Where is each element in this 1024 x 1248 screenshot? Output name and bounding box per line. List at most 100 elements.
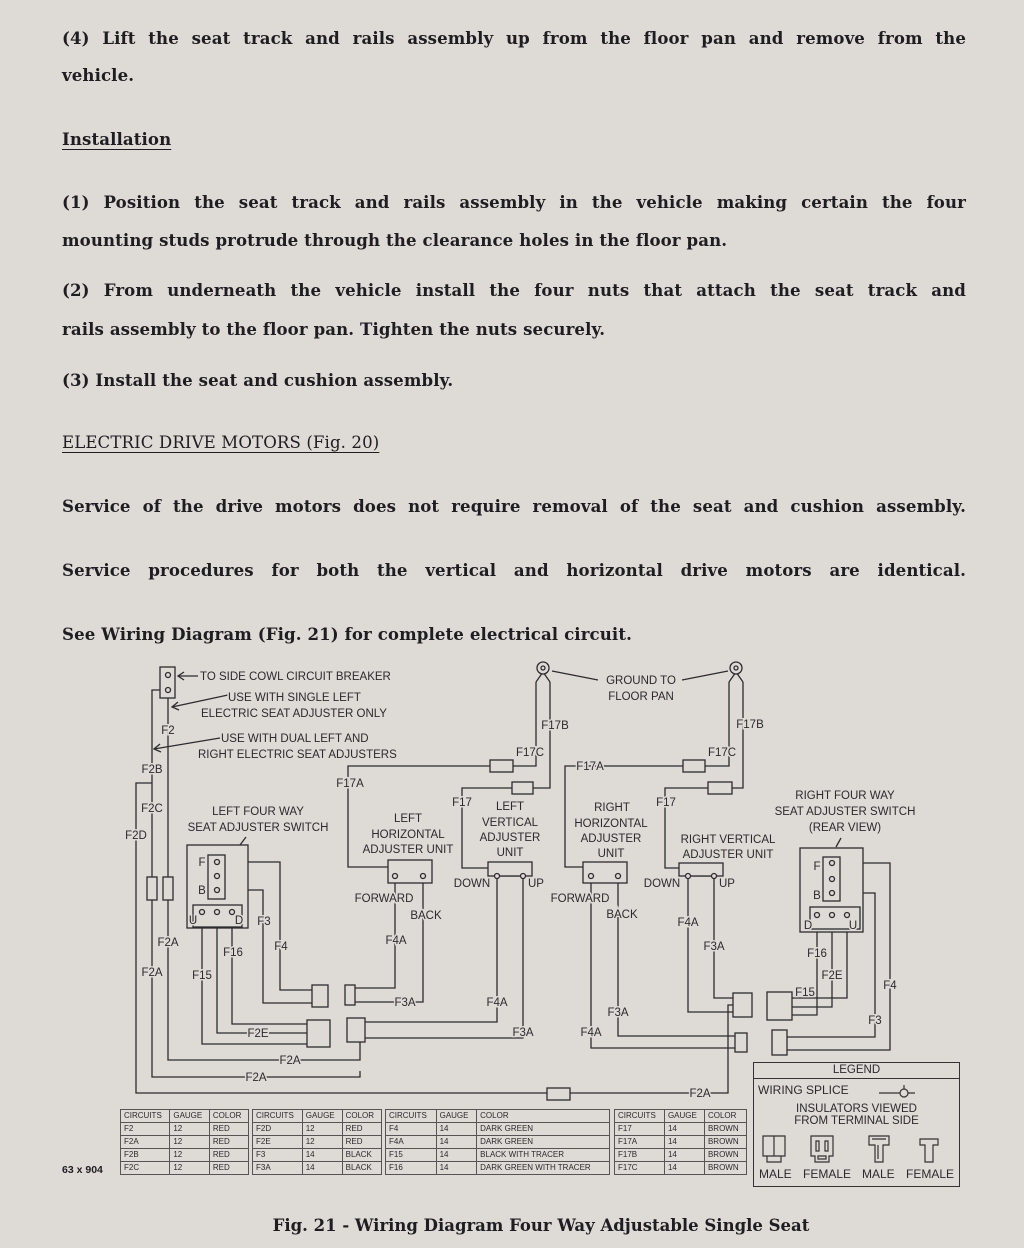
diagram-label: D — [804, 920, 812, 932]
connector — [734, 1032, 748, 1053]
wire — [533, 682, 551, 789]
paragraph-4-line-1: (4) Lift the seat track and rails assemb… — [62, 28, 966, 48]
table-cell: 14 — [663, 1122, 705, 1136]
terminal-icon — [813, 911, 821, 919]
table-cell: F2A — [119, 1135, 171, 1149]
table-cell: F4A — [385, 1135, 437, 1149]
connector — [809, 906, 861, 930]
diagram-label: F4A — [486, 997, 507, 1009]
terminal-icon — [614, 872, 622, 880]
diagram-label: F4A — [580, 1027, 601, 1039]
diagram-label: F15 — [795, 987, 815, 999]
terminal-icon — [164, 686, 172, 694]
legend-title: LEGEND — [754, 1063, 959, 1079]
legend-female-label-2: FEMALE — [906, 1167, 955, 1181]
table-cell: GAUGE — [301, 1109, 343, 1123]
diagram-label: ADJUSTER UNIT — [683, 849, 774, 861]
step-1-line-2: mounting studs protrude through the clea… — [62, 230, 728, 250]
table-cell: F4 — [385, 1122, 437, 1136]
diagram-label: RIGHT VERTICAL — [681, 834, 776, 846]
terminal-icon — [587, 872, 595, 880]
diagram-label: VERTICAL — [482, 817, 539, 829]
table-cell: 14 — [301, 1148, 343, 1162]
diagram-label: LEFT — [496, 801, 524, 813]
wire — [151, 689, 168, 877]
connector — [207, 854, 226, 900]
ground-terminals — [536, 661, 743, 675]
wire — [220, 861, 312, 991]
table-cell: F15 — [385, 1148, 437, 1162]
table-cell: F2B — [119, 1148, 171, 1162]
table-cell: F17A — [614, 1135, 665, 1149]
diagram-label: F — [198, 857, 205, 869]
wire — [135, 782, 547, 1094]
adjuster-units — [387, 859, 724, 884]
diagram-label: F3A — [703, 941, 724, 953]
step-1-line-1: (1) Position the seat track and rails as… — [62, 192, 966, 212]
terminal-icon — [843, 911, 851, 919]
legend-insulators-line-2: FROM TERMINAL SIDE — [794, 1115, 919, 1127]
step-2-line-2: rails assembly to the floor pan. Tighten… — [62, 319, 606, 339]
connector — [766, 991, 793, 1021]
callout-arrows — [152, 670, 842, 848]
connectors — [146, 759, 793, 1101]
table-cell: GAUGE — [435, 1109, 478, 1123]
terminal-labels: F B U D F B D U FORWARD BACK DOWN UP FOR… — [187, 856, 858, 934]
wire-labels: F2 F2B F2C F2D F2A F2A F2A F2A F3 F4 F16… — [124, 718, 899, 1102]
connector — [306, 1019, 331, 1048]
table-cell: BLACK WITH TRACER — [476, 1148, 610, 1162]
diagram-label: DOWN — [644, 878, 680, 890]
table-cell: GAUGE — [169, 1109, 210, 1123]
diagram-label: UNIT — [598, 848, 625, 860]
diagram-label: F17B — [736, 719, 764, 731]
diagram-label: F17C — [516, 747, 544, 759]
table-cell: COLOR — [341, 1109, 383, 1123]
diagram-label: F2B — [141, 764, 162, 776]
wire — [461, 787, 512, 869]
wire — [551, 670, 599, 681]
table-cell: CIRCUITS — [385, 1109, 437, 1123]
diagram-label: RIGHT FOUR WAY — [795, 790, 895, 802]
diagram-label: F2A — [245, 1072, 266, 1084]
diagram-label: U — [189, 915, 197, 927]
terminal-icon — [828, 859, 836, 867]
wire — [355, 876, 396, 989]
table-cell: 14 — [663, 1161, 705, 1175]
paragraph-4-line-2: vehicle. — [62, 65, 135, 85]
connector — [489, 759, 514, 773]
diagram-label: F4 — [883, 980, 897, 992]
terminal-icon — [228, 908, 236, 916]
wire — [171, 694, 229, 708]
diagram-label: TO SIDE COWL CIRCUIT BREAKER — [200, 671, 391, 683]
diagram-label: F2E — [247, 1028, 268, 1040]
section-heading: ELECTRIC DRIVE MOTORS (Fig. 20) — [62, 433, 380, 452]
splice-icon — [879, 1085, 915, 1098]
table-cell: RED — [208, 1122, 250, 1136]
diagram-label: ADJUSTER — [480, 832, 541, 844]
insulator-icons — [762, 1135, 939, 1163]
diagram-label: USE WITH DUAL LEFT AND — [221, 733, 369, 745]
connector — [511, 781, 534, 795]
connector — [771, 1029, 788, 1056]
step-2-line-1: (2) From underneath the vehicle install … — [62, 280, 966, 300]
table-cell: 12 — [169, 1148, 210, 1162]
table-cell: F2E — [252, 1135, 303, 1149]
table-cell: F3 — [252, 1148, 303, 1162]
step-3: (3) Install the seat and cushion assembl… — [62, 370, 454, 390]
diagram-label: F3 — [257, 916, 270, 928]
diagram-label: SEAT ADJUSTER SWITCH — [188, 822, 329, 834]
circuit-breaker-terminal — [159, 666, 176, 699]
wire — [170, 701, 180, 711]
diagram-label: LEFT — [394, 813, 422, 825]
connector — [487, 861, 533, 877]
legend-splice-label: WIRING SPLICE — [758, 1083, 849, 1097]
diagram-label: F15 — [192, 970, 212, 982]
terminal-icon — [729, 661, 743, 675]
diagram-label: GROUND TO — [606, 675, 676, 687]
wire — [513, 682, 537, 767]
wire — [355, 876, 424, 1003]
diagram-label: ADJUSTER — [581, 833, 642, 845]
